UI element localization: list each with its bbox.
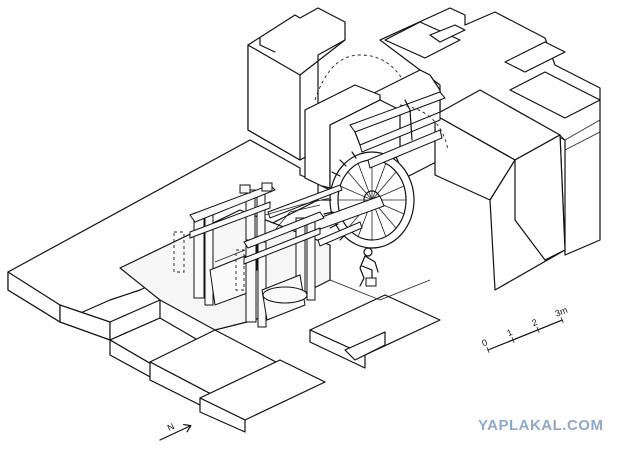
right-towers (369, 7, 601, 291)
scale-tick-2: 2 (530, 317, 538, 328)
stamp-frames (173, 182, 363, 328)
scale-tick-1: 1 (505, 327, 513, 338)
scale-bar: 0 1 2 3m (480, 305, 569, 353)
arch-outline (314, 54, 411, 101)
scale-tick-3: 3m (554, 305, 569, 319)
north-arrow-label: N (166, 421, 176, 433)
water-wheel (299, 151, 415, 249)
worker-figure (359, 247, 379, 287)
watermark-text: YAPLAKAL.COM (478, 417, 604, 434)
north-arrow: N (159, 421, 192, 441)
flume (349, 91, 449, 169)
left-tower (247, 7, 346, 161)
scale-tick-0: 0 (480, 337, 488, 348)
